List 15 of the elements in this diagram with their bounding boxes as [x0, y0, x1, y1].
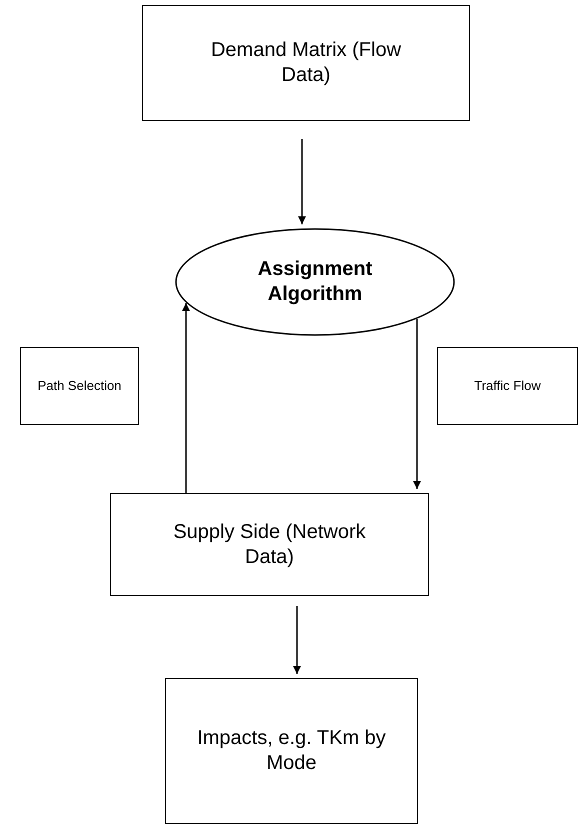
node-label: Demand Matrix (Flow Data) [210, 38, 402, 88]
node-label: Assignment Algorithm [256, 257, 374, 307]
label-box [20, 347, 139, 425]
node-label: Impacts, e.g. TKm by Mode [196, 726, 387, 776]
arrow [293, 606, 301, 674]
node-label: Supply Side (Network Data) [172, 520, 367, 570]
arrow [182, 302, 190, 493]
process-box [110, 493, 429, 596]
label-box [437, 347, 578, 425]
process-box [142, 5, 470, 121]
arrow [298, 139, 306, 224]
arrow [413, 319, 421, 489]
node-label: Traffic Flow [473, 376, 542, 395]
node-label: Path Selection [36, 376, 122, 395]
process-box [165, 678, 418, 824]
